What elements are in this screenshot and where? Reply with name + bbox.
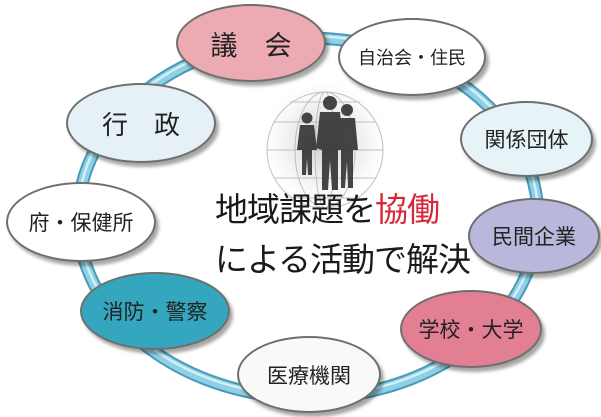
node-minkan: 民間企業 xyxy=(468,198,600,274)
people-silhouette-icon xyxy=(297,96,358,190)
node-shobo: 消防・警察 xyxy=(80,272,230,350)
node-jichikai-label: 自治会・住民 xyxy=(358,48,466,69)
node-gikai-label: 議 会 xyxy=(210,30,292,62)
center-text-prefix: 地域課題を xyxy=(215,190,376,229)
node-gyosei-label: 行 政 xyxy=(101,110,180,141)
center-text-accent: 協働 xyxy=(375,190,440,229)
node-iryo-label: 医療機関 xyxy=(267,363,351,388)
node-minkan-label: 民間企業 xyxy=(492,225,576,249)
node-hoken-label: 府・保健所 xyxy=(28,211,134,235)
node-gyosei: 行 政 xyxy=(66,83,216,163)
node-shobo-label: 消防・警察 xyxy=(102,300,208,324)
node-hoken: 府・保健所 xyxy=(6,182,156,262)
node-jichikai: 自治会・住民 xyxy=(338,18,486,96)
node-iryo: 医療機関 xyxy=(237,336,381,413)
center-text-line1: 地域課題を協働 xyxy=(215,190,440,229)
center-text-suffix: による活動で解決 xyxy=(215,240,471,279)
node-gikai: 議 会 xyxy=(176,4,326,82)
node-kankei-label: 関係団体 xyxy=(484,128,569,152)
node-gakko: 学校・大学 xyxy=(400,290,542,368)
node-kankei: 関係団体 xyxy=(460,101,593,177)
node-gakko-label: 学校・大学 xyxy=(418,318,524,342)
center-text-line2: による活動で解決 xyxy=(215,240,471,279)
